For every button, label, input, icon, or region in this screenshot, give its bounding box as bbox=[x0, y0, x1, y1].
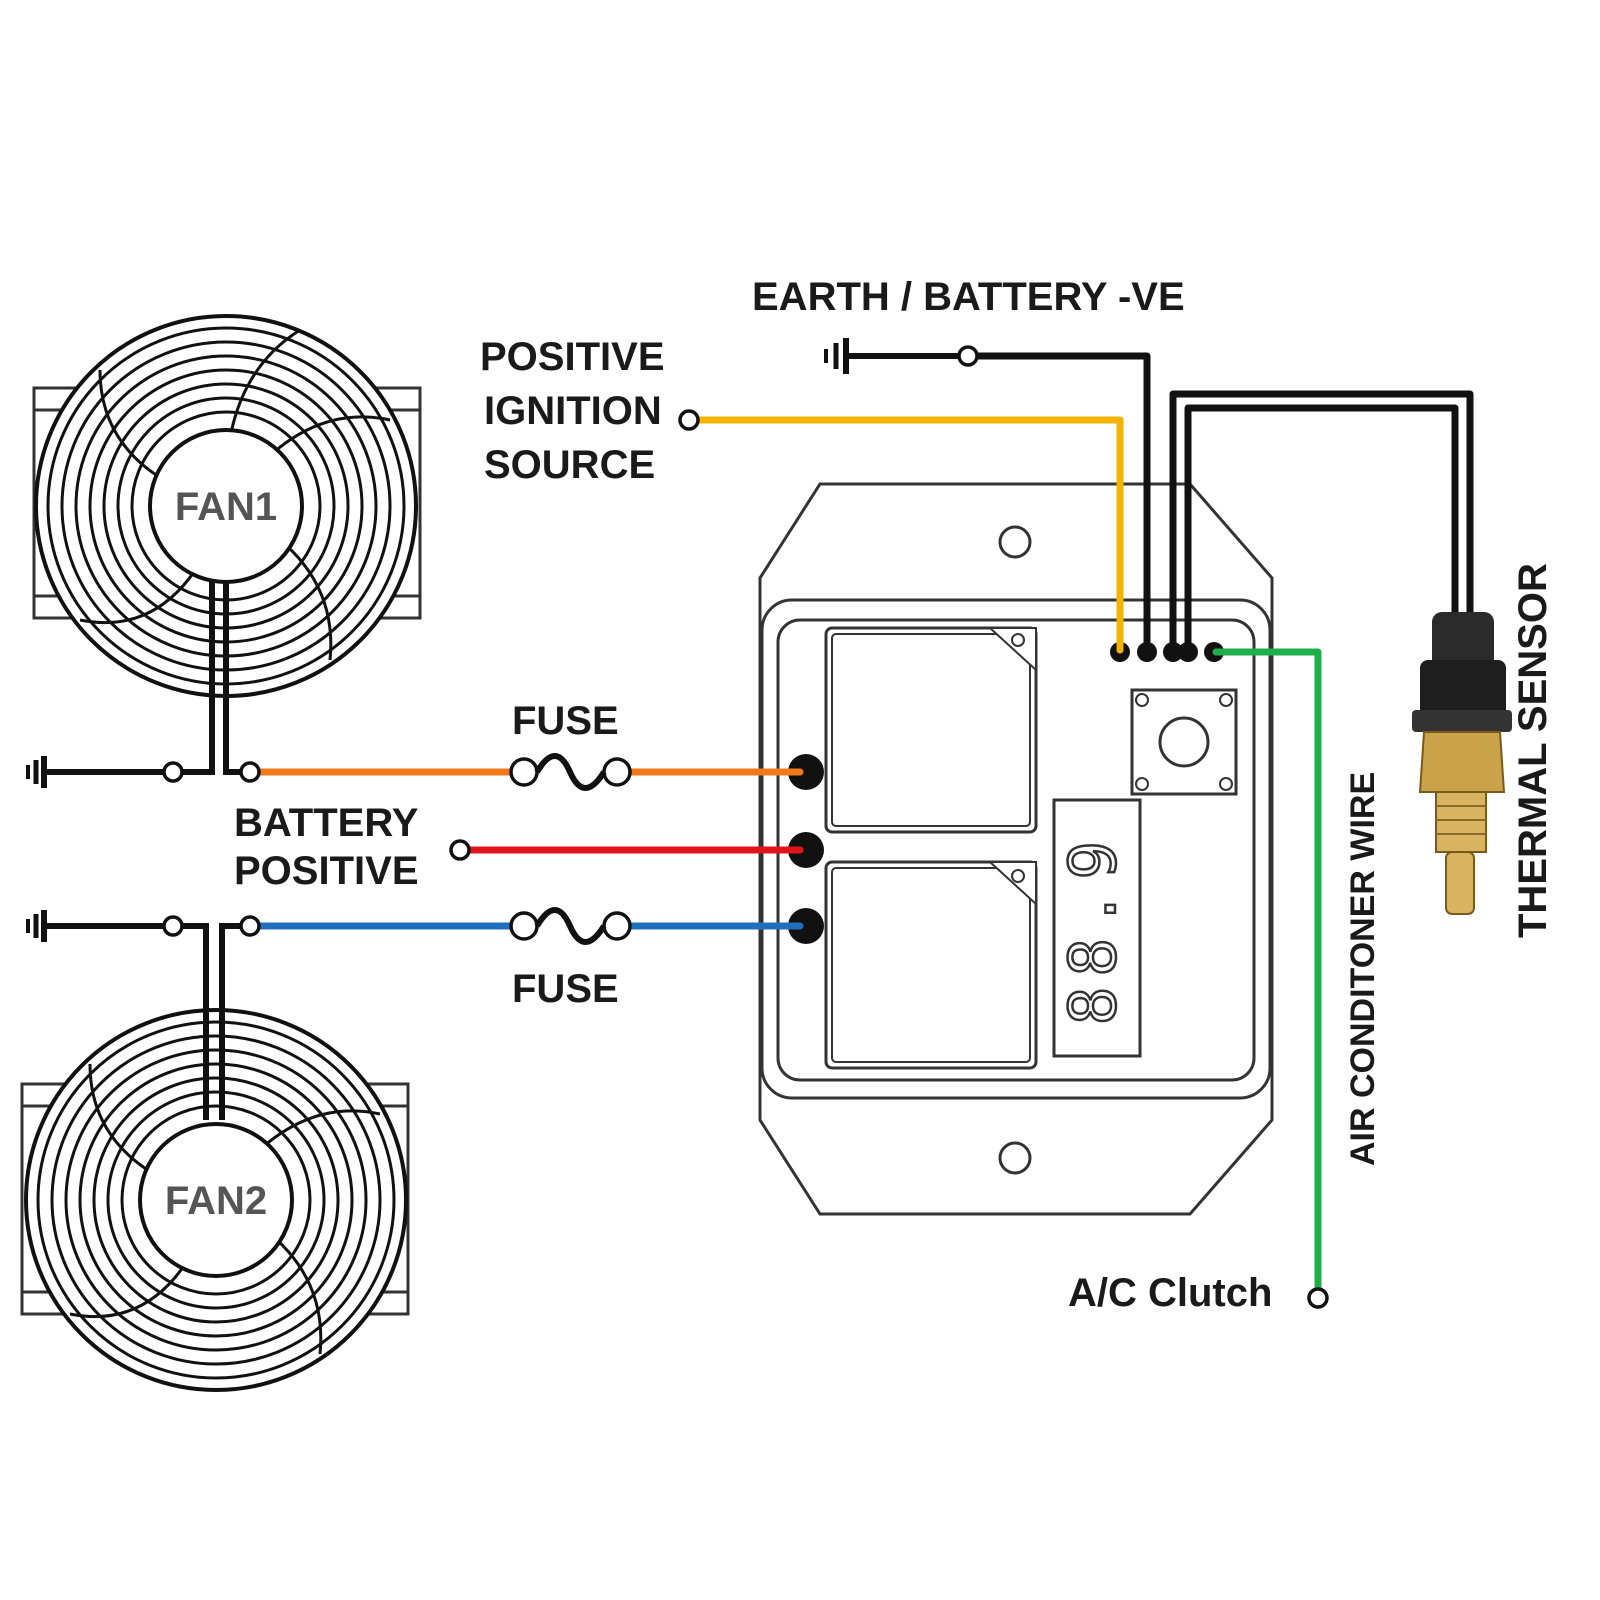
temperature-display: 88.9 bbox=[1052, 798, 1142, 1058]
earth-label: EARTH / BATTERY -VE bbox=[752, 275, 1185, 319]
thermal-sensor-label: THERMAL SENSOR bbox=[1511, 563, 1555, 938]
terminal-fan1 bbox=[788, 754, 824, 790]
fuse-bottom bbox=[509, 907, 632, 945]
fan-1-label: FAN1 bbox=[175, 485, 277, 529]
fan-1: FAN1 bbox=[32, 314, 422, 698]
sensor-wire-a bbox=[1169, 390, 1474, 654]
earth-terminal bbox=[957, 345, 979, 367]
ac-clutch-terminal bbox=[1307, 1287, 1329, 1309]
terminal-battery bbox=[788, 832, 824, 868]
sensor-wire-b bbox=[1184, 404, 1459, 654]
fan-1-frame bbox=[32, 314, 422, 698]
fan-2-label: FAN2 bbox=[165, 1179, 267, 1223]
mounting-hole-bottom bbox=[998, 1141, 1032, 1175]
fan-2-positive-terminal bbox=[239, 915, 261, 937]
fan-2-frame bbox=[20, 1008, 410, 1392]
display-readout: 88.9 bbox=[1057, 831, 1131, 1025]
fan-1-ground-terminal bbox=[162, 761, 184, 783]
fuse-top-label: FUSE bbox=[512, 699, 619, 743]
ac-wire bbox=[1212, 648, 1322, 1296]
ignition-label-line-3: SOURCE bbox=[484, 443, 655, 487]
ignition-label-line-2: IGNITION bbox=[484, 389, 662, 433]
terminal-fan2 bbox=[788, 908, 824, 944]
fan-controller: 88.9 bbox=[758, 482, 1274, 1216]
relay-1 bbox=[824, 626, 1038, 834]
battery-positive-terminal bbox=[449, 839, 471, 861]
thermal-sensor-icon bbox=[1412, 612, 1512, 915]
ac-wire-label: AIR CONDITONER WIRE bbox=[1344, 772, 1382, 1166]
ignition-label-line-1: POSITIVE bbox=[480, 335, 665, 379]
earth-ground-symbol bbox=[824, 338, 960, 374]
ac-clutch-label: A/C Clutch bbox=[1068, 1271, 1272, 1315]
push-button[interactable] bbox=[1130, 688, 1238, 796]
battery-positive-label-line-2: POSITIVE bbox=[234, 849, 419, 893]
relay-2 bbox=[824, 860, 1038, 1070]
mounting-hole-top bbox=[998, 525, 1032, 559]
fuse-bottom-label: FUSE bbox=[512, 967, 619, 1011]
fuse-top bbox=[509, 753, 632, 791]
ignition-terminal bbox=[678, 409, 700, 431]
fan-2-ground-terminal bbox=[162, 915, 184, 937]
battery-positive-label-line-1: BATTERY bbox=[234, 801, 419, 845]
earth-wire bbox=[970, 352, 1151, 654]
fan-1-positive-terminal bbox=[239, 761, 261, 783]
ignition-wire bbox=[692, 416, 1124, 654]
fan-2: FAN2 bbox=[20, 1008, 410, 1392]
fan-2-hub bbox=[138, 1122, 294, 1278]
